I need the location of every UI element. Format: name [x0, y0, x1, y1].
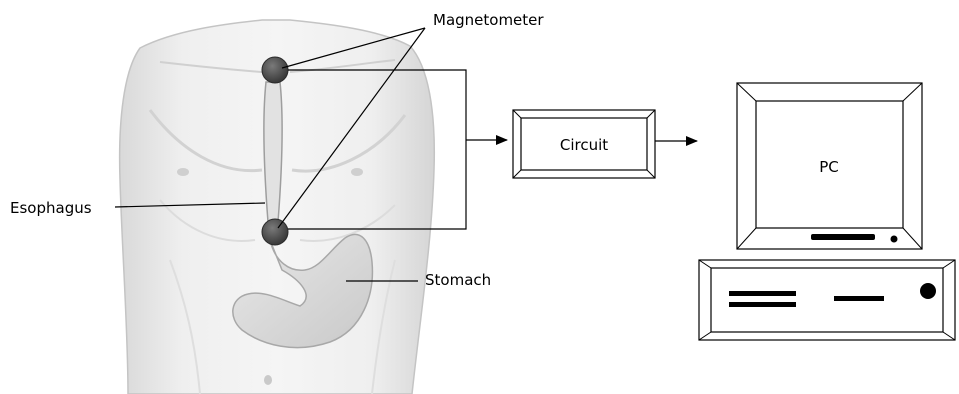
- magnetometer-sensor-lower: [262, 219, 288, 245]
- magnetometer-sensor-upper: [262, 57, 288, 83]
- power-button: [920, 283, 936, 299]
- drive-slot-2: [729, 302, 796, 307]
- drive-slot-1: [729, 291, 796, 296]
- esophagus-label: Esophagus: [10, 199, 92, 217]
- system-unit-inner: [711, 268, 943, 332]
- navel: [264, 375, 272, 385]
- circuit-label: Circuit: [560, 136, 608, 154]
- magnetometer-label: Magnetometer: [433, 11, 544, 29]
- esophagus-tube: [264, 82, 282, 222]
- drive-slot-3: [834, 296, 884, 301]
- nipple-left: [177, 168, 189, 176]
- desktop-computer-icon: PC: [699, 83, 955, 340]
- monitor-power-led: [891, 236, 898, 243]
- nipple-right: [351, 168, 363, 176]
- pc-label: PC: [819, 158, 839, 176]
- monitor-slot: [811, 234, 875, 240]
- stomach-label: Stomach: [425, 271, 491, 289]
- circuit-box: Circuit: [513, 110, 655, 178]
